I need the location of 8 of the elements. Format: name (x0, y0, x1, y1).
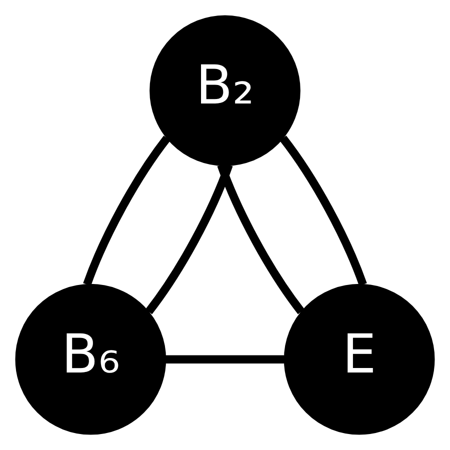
node-circle: B₆ (15, 284, 166, 435)
connector (165, 355, 284, 364)
connector (145, 164, 233, 314)
node-circle: E (284, 284, 435, 435)
connector (280, 136, 367, 286)
node-circle: B₂ (150, 15, 300, 166)
connector (83, 136, 170, 286)
connector (217, 164, 305, 314)
